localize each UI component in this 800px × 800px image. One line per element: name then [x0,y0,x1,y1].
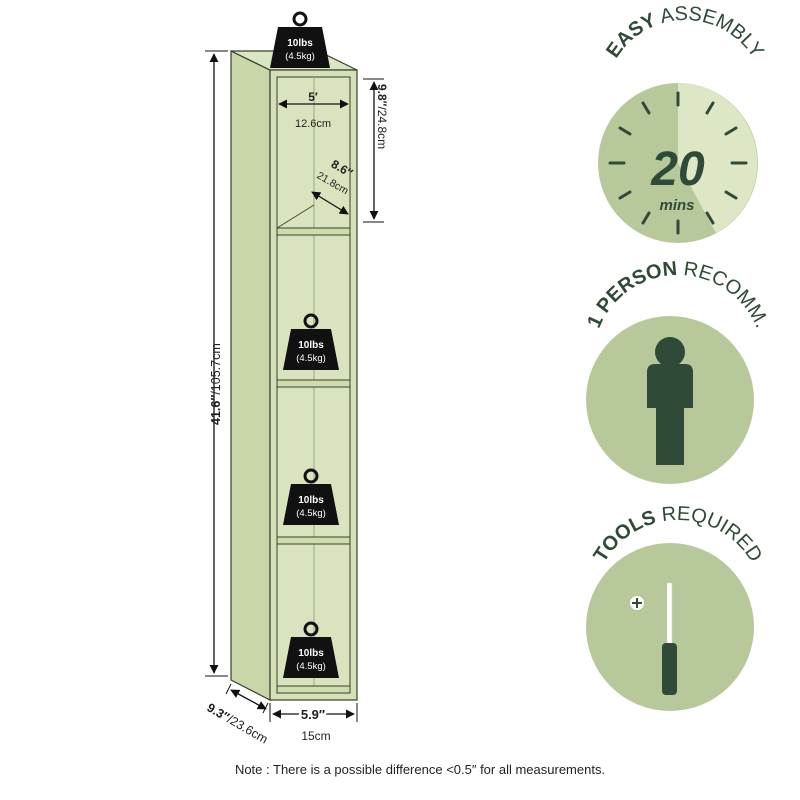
width-cm: 15cm [301,729,330,743]
screwdriver-icon [630,582,677,695]
weight-label: 10lbs [298,340,324,351]
shelf-divider [276,536,351,545]
assembly-unit: mins [659,197,694,214]
compartment-height-cm: /24.8cm [375,106,389,149]
bookshelf-illustration [230,50,358,701]
total-height-dimension: 41.6″/105.7cm [205,50,228,677]
shelf-bottom [276,685,351,694]
inner-width-dimension: 5′ 12.6cm [278,90,349,130]
weight-sub-label: (4.5kg) [296,508,326,519]
one-person-badge: 1 PERSON RECOMM. [583,258,773,484]
weight-sub-label: (4.5kg) [296,353,326,364]
total-height-in: 41.6″ [209,395,223,425]
svg-text:EASY ASSEMBLY: EASY ASSEMBLY [602,3,768,62]
shelf-side-panel [230,50,271,701]
width-dimension: 5.9″ 15cm [269,703,358,743]
svg-text:9.8″/24.8cm: 9.8″/24.8cm [375,84,389,149]
assembly-bold-label: EASY [602,9,660,62]
weight-sub-label: (4.5kg) [296,661,326,672]
inner-width-cm: 12.6cm [295,118,331,130]
easy-assembly-badge: EASY ASSEMBLY 20 mins [598,3,768,243]
weight-label: 10lbs [298,495,324,506]
assembly-regular-label: ASSEMBLY [652,3,768,62]
svg-text:9.3″/23.6cm: 9.3″/23.6cm [205,700,271,746]
clock-icon: 20 mins [598,83,758,243]
person-icon [647,337,693,465]
weight-label: 10lbs [298,648,324,659]
weight-icon: 10lbs (4.5kg) [283,468,339,525]
weight-label: 10lbs [287,38,313,49]
shelf-divider [276,204,351,236]
compartment-height-dimension: 9.8″/24.8cm [363,78,389,223]
depth-cm: /23.6cm [225,712,271,746]
weight-icon: 10lbs (4.5kg) [283,621,339,678]
weight-icon: 10lbs (4.5kg) [283,313,339,370]
measurement-note: Note : There is a possible difference <0… [234,762,606,777]
inner-width-in: 5′ [308,90,318,104]
width-in: 5.9″ [301,707,325,722]
weight-sub-label: (4.5kg) [285,51,315,62]
shelf-divider [276,379,351,388]
compartment-height-in: 9.8″ [375,84,389,107]
svg-text:41.6″/105.7cm: 41.6″/105.7cm [209,343,223,425]
total-height-cm: /105.7cm [209,343,223,394]
assembly-minutes: 20 [650,143,705,196]
tools-required-badge: TOOLS REQUIRED [586,503,766,711]
weight-icon: 10lbs (4.5kg) [270,11,330,68]
